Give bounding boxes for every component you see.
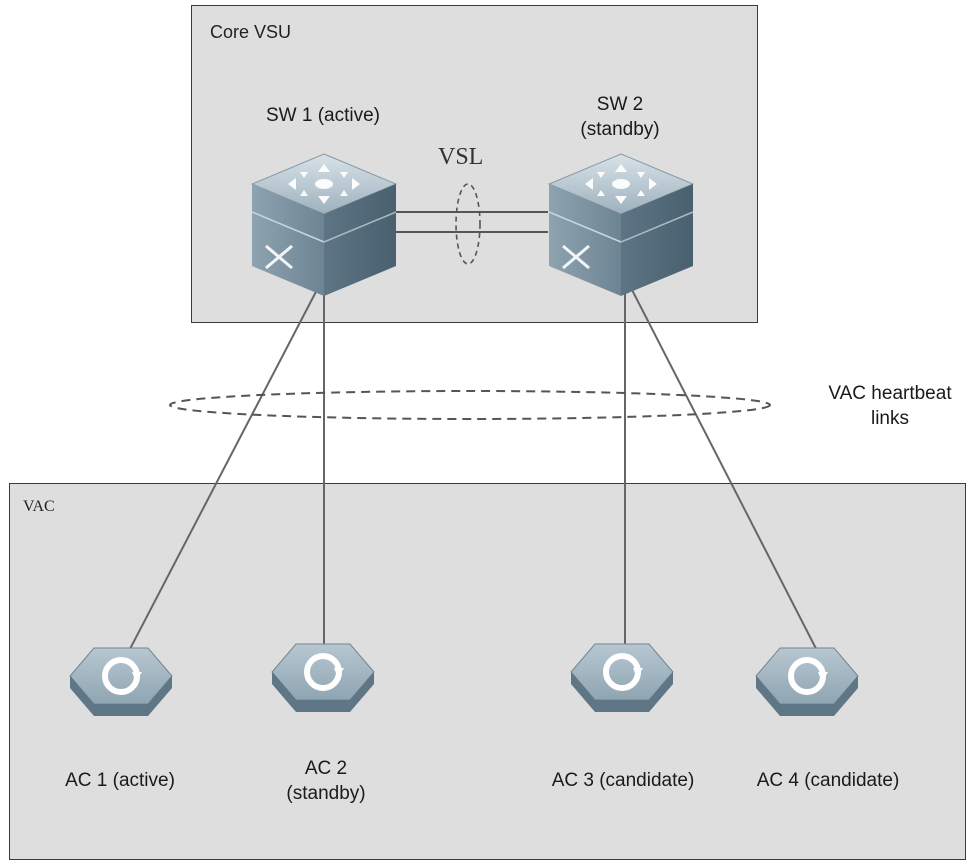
ac3-label: AC 3 (candidate) <box>551 770 695 791</box>
heartbeat-link-ac1 <box>117 283 321 673</box>
heartbeat-link-ac4 <box>628 283 829 673</box>
ac4-controller-icon <box>755 647 859 716</box>
heartbeat-label: VAC heartbeat links <box>828 383 952 429</box>
ac2-label: AC 2 (standby) <box>286 758 366 804</box>
sw2-label: SW 2 (standby) <box>580 94 660 140</box>
ac3-controller-icon <box>570 643 674 712</box>
vac-title: VAC <box>23 498 55 515</box>
ac1-controller-icon <box>69 647 173 716</box>
core-vsu-title: Core VSU <box>210 22 292 42</box>
sw1-switch-icon <box>250 153 398 296</box>
vsl-ellipse <box>455 183 481 265</box>
ac4-label: AC 4 (candidate) <box>756 770 900 791</box>
sw2-switch-icon <box>547 153 695 296</box>
sw1-label: SW 1 (active) <box>265 105 381 126</box>
ac1-label: AC 1 (active) <box>65 770 175 791</box>
vsl-label: VSL <box>438 144 484 170</box>
heartbeat-ellipse <box>169 390 771 420</box>
ac2-controller-icon <box>271 643 375 712</box>
